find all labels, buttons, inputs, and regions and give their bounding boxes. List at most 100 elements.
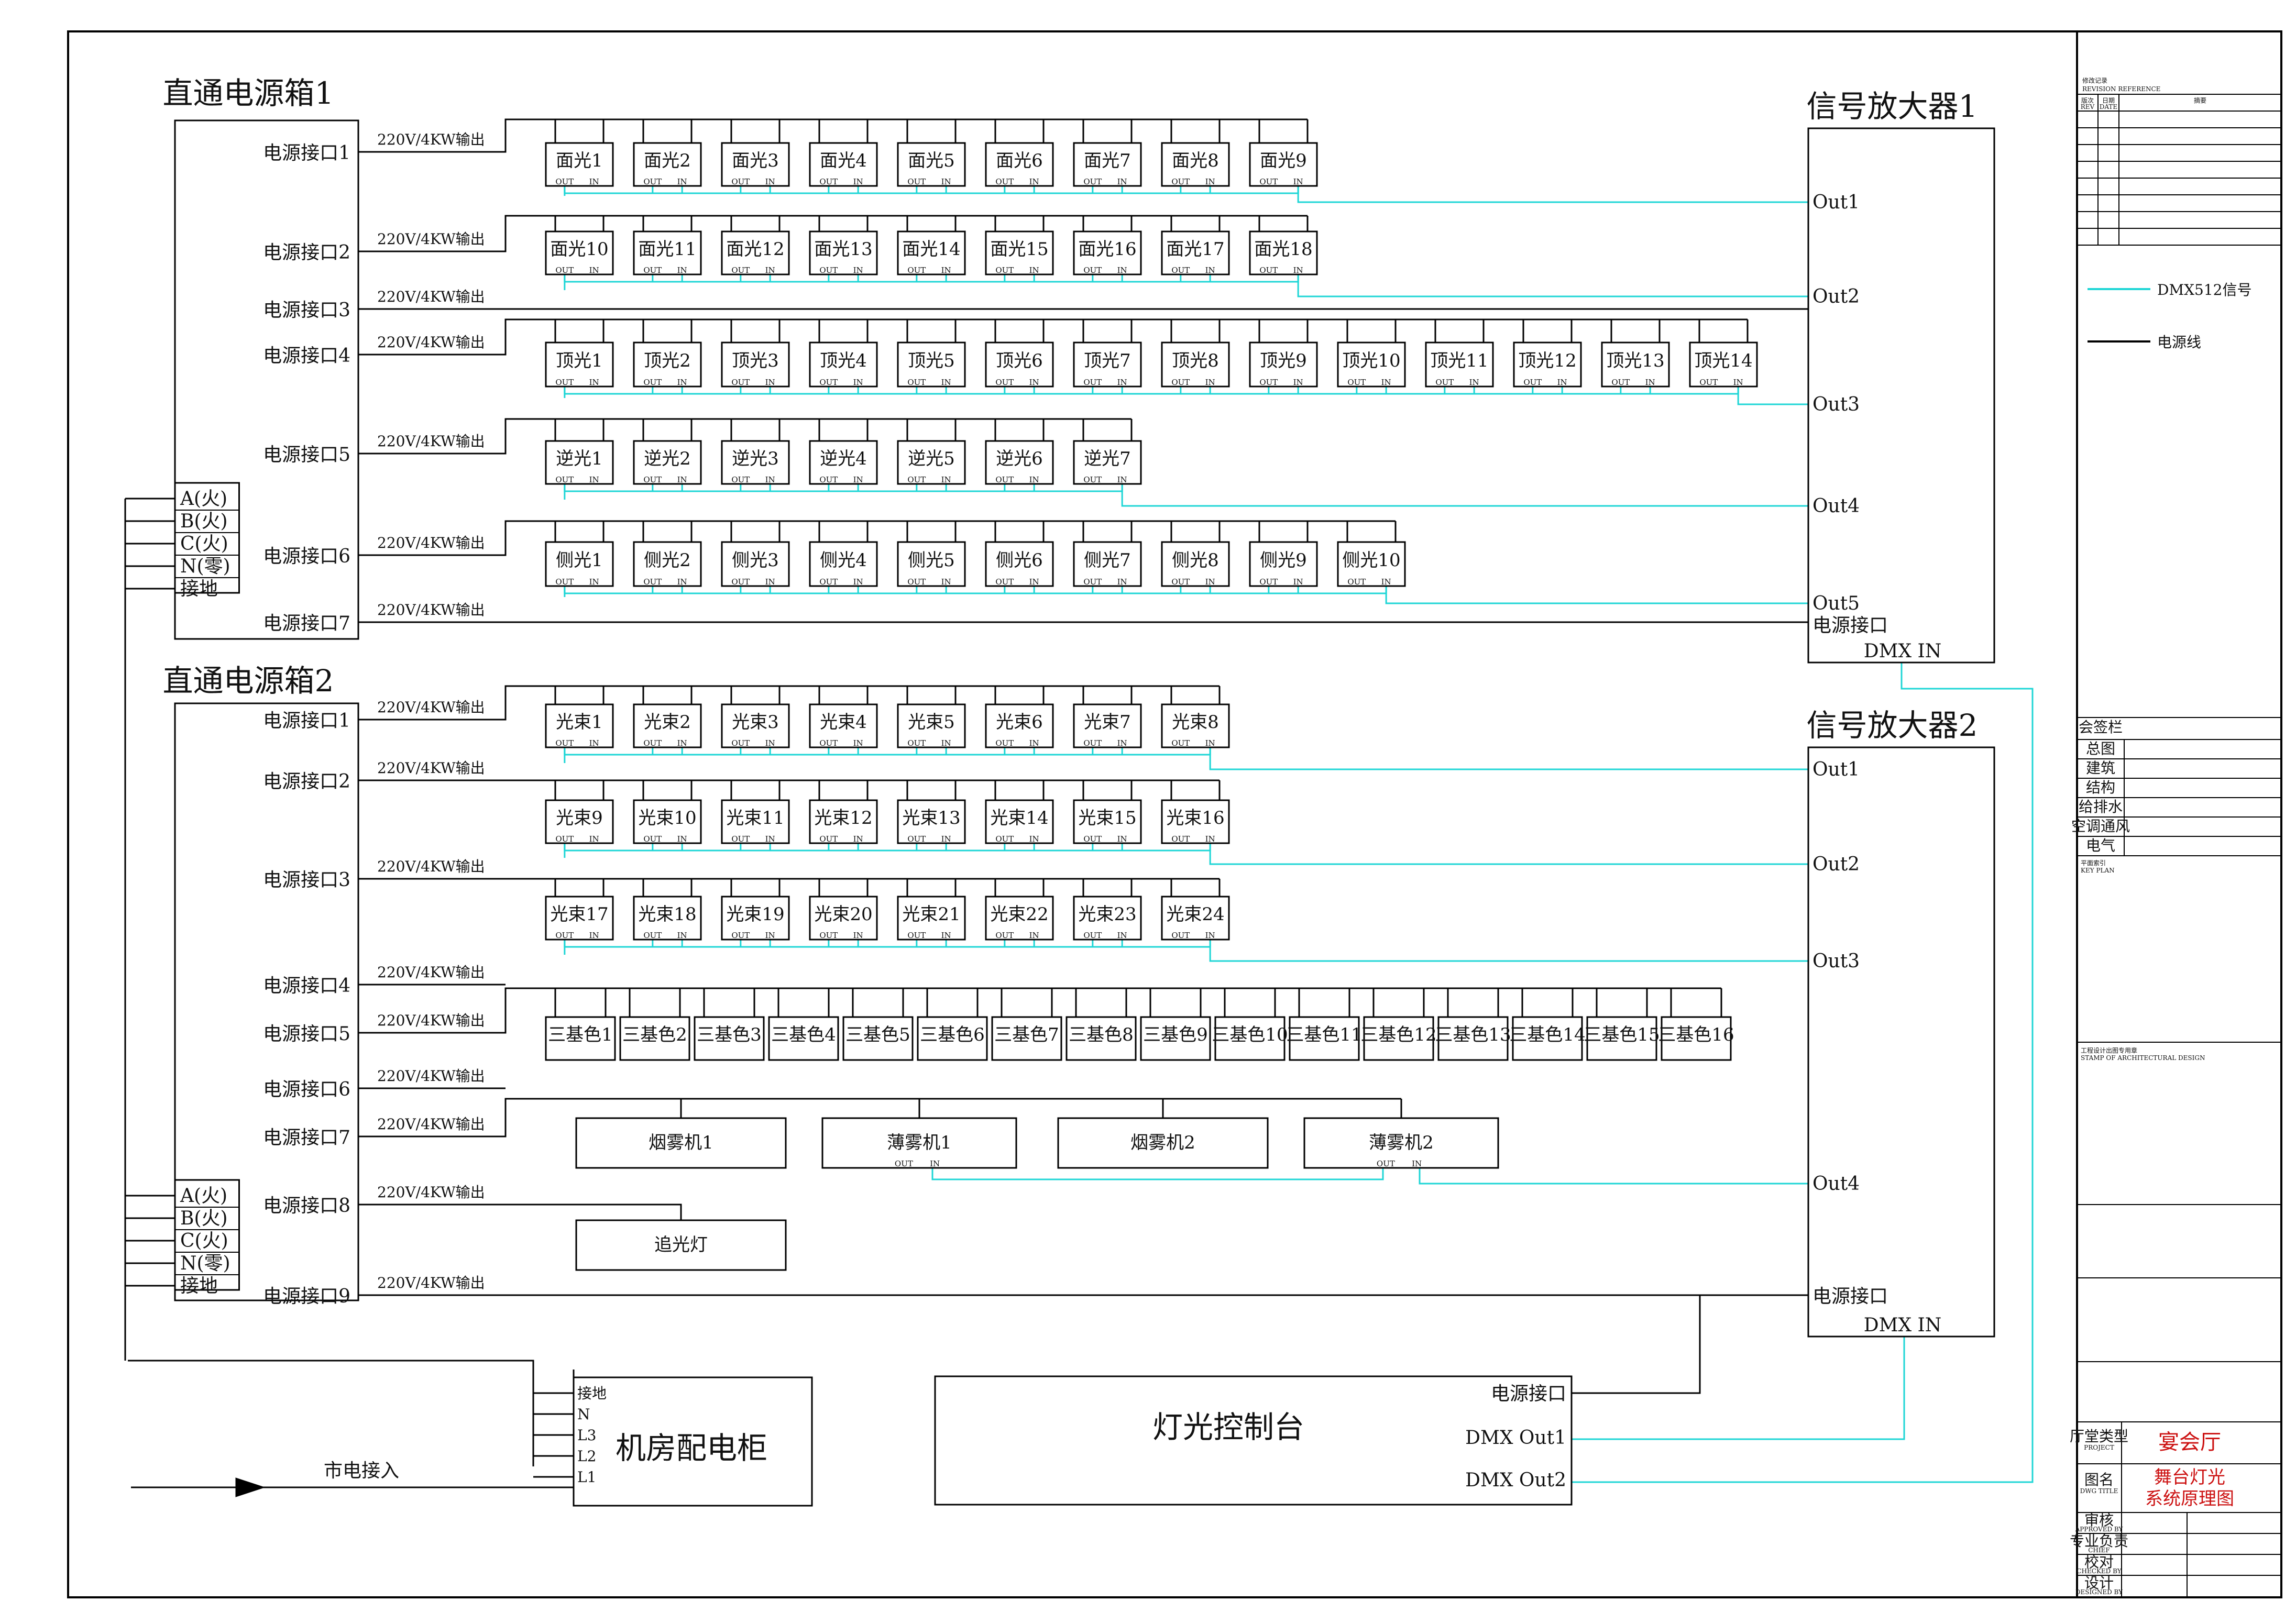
dmx-daisy-chain — [828, 274, 947, 283]
fixture-out-pin: OUT — [1699, 378, 1718, 387]
fixture-label: 光束1 — [556, 712, 603, 733]
fixture-in-pin: IN — [1029, 931, 1039, 940]
dmx-daisy-chain — [916, 274, 1035, 283]
fixture-label: 面光6 — [996, 150, 1043, 171]
amp2-power-label: 电源接口 — [1812, 1286, 1888, 1307]
fixture-beam_c-3 — [809, 896, 878, 941]
dmx-daisy-chain — [740, 586, 859, 594]
fixture-back-4 — [897, 440, 966, 485]
fixture-label: 光束11 — [726, 808, 784, 829]
fixture-out-pin: OUT — [995, 378, 1014, 387]
fixture-in-pin: IN — [589, 577, 599, 587]
dmx-daisy-chain — [652, 186, 771, 194]
fixture-label: 光束13 — [902, 808, 960, 829]
cabinet-terminal-label: L1 — [577, 1469, 596, 1486]
fixture-label: 三基色15 — [1584, 1024, 1660, 1045]
fixture-out-pin: OUT — [731, 266, 750, 275]
fixture-out-pin: OUT — [995, 931, 1014, 940]
drawing-label-en: DWG TITLE — [2080, 1487, 2118, 1495]
fixture-face_b-0 — [545, 230, 614, 275]
fixture-rgb-2 — [694, 1016, 765, 1061]
fixture-beam_c-2 — [721, 896, 790, 941]
fixture-in-pin: IN — [1029, 834, 1039, 844]
fixture-out-pin: OUT — [1259, 378, 1278, 387]
dmx-daisy-chain — [740, 843, 859, 852]
fixture-rgb-6 — [991, 1016, 1062, 1061]
fixture-face_b-4 — [897, 230, 966, 275]
fixture-out-pin: OUT — [1171, 177, 1190, 186]
fixture-out-pin: OUT — [555, 378, 574, 387]
fixture-in-pin: IN — [853, 577, 863, 587]
fixture-out-pin: OUT — [819, 378, 838, 387]
fixture-out-pin: OUT — [1083, 834, 1102, 844]
amp1-out-label: Out5 — [1812, 593, 1860, 614]
fixture-in-pin: IN — [1117, 475, 1127, 484]
fixture-label: 三基色1 — [548, 1024, 613, 1045]
fixture-label: 三基色7 — [994, 1024, 1059, 1045]
box2-port-label: 电源接口7 — [263, 1127, 350, 1149]
fixture-out-pin: OUT — [731, 177, 750, 186]
box2-phase-label: 接地 — [180, 1275, 218, 1297]
box2-port-label: 电源接口4 — [263, 975, 350, 997]
fixture-out-pin: OUT — [1083, 577, 1102, 587]
fixture-out-pin: OUT — [1171, 577, 1190, 587]
fixture-in-pin: IN — [853, 738, 863, 748]
fixture-label: 三基色9 — [1143, 1024, 1208, 1045]
fixture-out-pin: OUT — [643, 834, 662, 844]
fixture-side-2 — [721, 541, 790, 587]
fixture-in-pin: IN — [589, 177, 599, 186]
fixture-face_a-1 — [633, 142, 702, 187]
mains-arrow-icon — [235, 1477, 266, 1497]
fixture-face_a-8 — [1249, 142, 1318, 187]
project-label-en: PROJECT — [2084, 1444, 2114, 1451]
amp2-out-label: Out1 — [1812, 759, 1860, 780]
fixture-label: 三基色3 — [697, 1024, 762, 1045]
fixture-out-pin: OUT — [907, 931, 926, 940]
fixture-rgb-10 — [1289, 1016, 1360, 1061]
amp1-dmx-in-label: DMX IN — [1864, 641, 1942, 662]
fixture-face_b-2 — [721, 230, 790, 275]
fixture-in-pin: IN — [941, 177, 951, 186]
fixture-top-2 — [721, 341, 790, 388]
dmx-daisy-chain — [916, 747, 1035, 756]
box1-phase-label: A(火) — [180, 488, 227, 510]
fixture-back-2 — [721, 440, 790, 485]
fixture-face_a-4 — [897, 142, 966, 187]
fixture-out-pin: OUT — [555, 577, 574, 587]
fixture-label: 侧光6 — [996, 550, 1043, 571]
fixture-side-3 — [809, 541, 878, 587]
fx-label: 薄雾机1 — [887, 1132, 952, 1153]
console-dmx2-to-amp1 — [1572, 663, 2034, 1483]
fixture-label: 面光7 — [1084, 150, 1131, 171]
fixture-in-pin: IN — [589, 931, 599, 940]
box2-port-label: 电源接口8 — [263, 1195, 350, 1217]
fixture-label: 面光2 — [644, 150, 691, 171]
fixture-out-pin: OUT — [1435, 378, 1454, 387]
fixture-face_a-0 — [545, 142, 614, 187]
role-label-en: DESIGNED BY — [2075, 1588, 2123, 1596]
box1-phase-label: N(零) — [180, 556, 230, 577]
fixture-label: 逆光4 — [820, 448, 867, 469]
fixture-label: 光束15 — [1078, 808, 1136, 829]
dmx-daisy-chain — [916, 940, 1035, 948]
dmx-fx-to-amp2 — [1419, 1168, 1808, 1185]
dmx-daisy-chain — [916, 484, 1035, 492]
dmx-daisy-chain — [828, 747, 947, 756]
power-rating-label: 220V/4KW输出 — [377, 230, 485, 248]
dmx-daisy-chain — [652, 274, 771, 283]
fixture-label: 面光14 — [902, 239, 960, 260]
lighting-console — [934, 1375, 1573, 1506]
fixture-out-pin: OUT — [995, 577, 1014, 587]
fixture-label: 顶光4 — [820, 350, 867, 371]
fixture-face_a-5 — [985, 142, 1054, 187]
amp1-enclosure — [1807, 127, 1995, 664]
signoff-discipline: 给排水 — [2079, 798, 2123, 815]
dmx-daisy-chain — [652, 484, 771, 492]
box1-port-label: 电源接口3 — [263, 300, 350, 321]
fixture-out-pin: OUT — [1523, 378, 1542, 387]
power-rating-label: 220V/4KW输出 — [377, 964, 485, 981]
fixture-out-pin: OUT — [819, 834, 838, 844]
box2-port-label: 电源接口6 — [263, 1079, 350, 1100]
role-label-en: APPROVED BY — [2075, 1526, 2124, 1533]
fixture-rgb-13 — [1512, 1016, 1583, 1061]
